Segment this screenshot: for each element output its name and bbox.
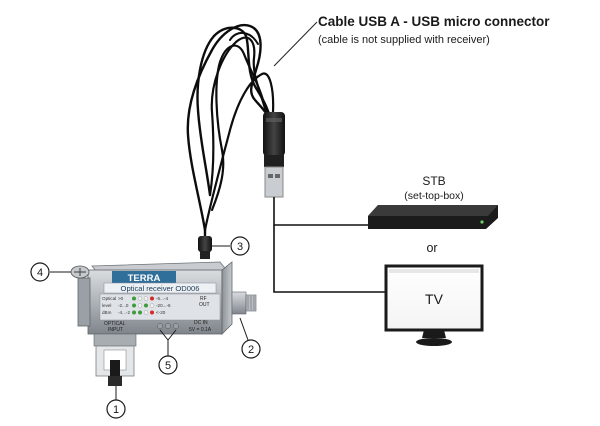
callout-4: 4 [30,262,50,282]
row-left-range: -2...0 [118,303,129,308]
tv-monitor [384,264,484,346]
led-indicator [143,296,149,301]
callout-number: 4 [37,267,43,279]
connection-lines [273,197,386,293]
row-left-range: -4...-2 [118,310,130,315]
led-indicator [150,310,154,315]
callout-5: 5 [158,355,178,375]
stb-box [368,205,498,229]
brand-bar [112,271,176,283]
row-right-range: -20...-6 [156,303,171,308]
led-row-1: level -2...0 -20...-6 [102,303,171,308]
optical-sc-connector [93,333,137,386]
callout-number: 1 [113,404,119,416]
cable-pointer-line [273,21,318,67]
usb-a-plug [263,112,285,198]
status-leds [157,323,179,329]
or-label: or [426,241,437,255]
led-indicator [144,303,148,308]
led-indicator [132,310,136,315]
row-right-range: <-20 [156,310,166,315]
led-row-2: dBm -4...-2 <-20 [102,310,166,315]
rf-out-label-line1: RF [200,296,207,302]
usb-cable [186,23,275,232]
callout-number: 5 [165,360,171,372]
led-indicator [150,296,154,301]
rf-connector [231,291,257,315]
grounding-screw [70,265,90,279]
stb-description: (set-top-box) [404,190,464,202]
rf-out-label-line2: OUT [199,302,210,308]
cable-title: Cable USB A - USB micro connector [318,14,550,29]
dc-in-label-line2: 5V = 0.1A [189,327,212,333]
callout-3: 3 [230,236,250,256]
cable-note: (cable is not supplied with receiver) [318,34,490,46]
optical-input-label-line1: OPTICAL [104,321,126,327]
brand-name: TERRA [128,273,161,284]
row-name: Optical [102,296,116,301]
callout-2: 2 [241,339,261,359]
callout-number: 2 [248,344,254,356]
optical-input-label-line2: INPUT [108,327,123,333]
led-indicator [137,296,143,301]
row-name: level [102,303,111,308]
callout-lines [50,245,249,400]
led-indicator [132,296,136,301]
led-indicator [149,303,155,308]
row-name: dBm [102,310,112,315]
micro-usb-plug [198,230,212,259]
callout-1: 1 [106,399,126,419]
led-indicator [143,310,149,315]
row-left-range: >0 [118,296,124,301]
led-indicator [132,303,136,308]
optical-receiver: TERRA Optical receiver OD006 Optical >0 … [70,261,257,386]
stb-name: STB [422,174,445,188]
device-model: Optical receiver OD006 [121,284,200,293]
callout-number: 3 [237,241,243,253]
led-indicator [138,310,142,315]
led-indicator [137,303,143,308]
led-row-0: Optical >0 -6...-4 [102,296,168,301]
row-right-range: -6...-4 [156,296,168,301]
dc-in-label-line1: DC IN [194,320,208,326]
tv-name: TV [425,291,444,307]
